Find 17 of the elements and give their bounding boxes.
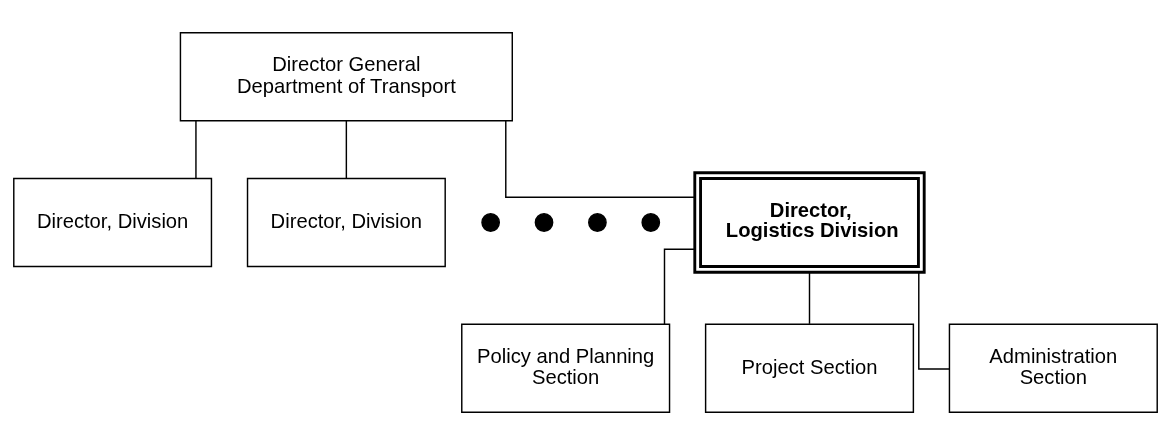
node-box: Policy and Planning Section bbox=[461, 323, 671, 413]
node-circle bbox=[481, 212, 500, 232]
node-box: Project Section bbox=[704, 323, 915, 413]
connector bbox=[345, 119, 348, 179]
node-box: Director, Division bbox=[246, 177, 446, 267]
node-box: Administration Section bbox=[948, 323, 1158, 413]
node-box: Director, Logistics Division bbox=[693, 170, 926, 274]
node-circle bbox=[534, 212, 554, 232]
connector bbox=[195, 119, 197, 179]
node-circle bbox=[641, 212, 661, 232]
connector bbox=[808, 271, 811, 325]
node-circle bbox=[588, 212, 607, 232]
connector bbox=[663, 247, 696, 325]
connector bbox=[505, 119, 696, 198]
node-box: Director General Department of Transport bbox=[179, 31, 513, 121]
connector bbox=[918, 271, 951, 370]
node-box: Director, Division bbox=[13, 177, 213, 267]
